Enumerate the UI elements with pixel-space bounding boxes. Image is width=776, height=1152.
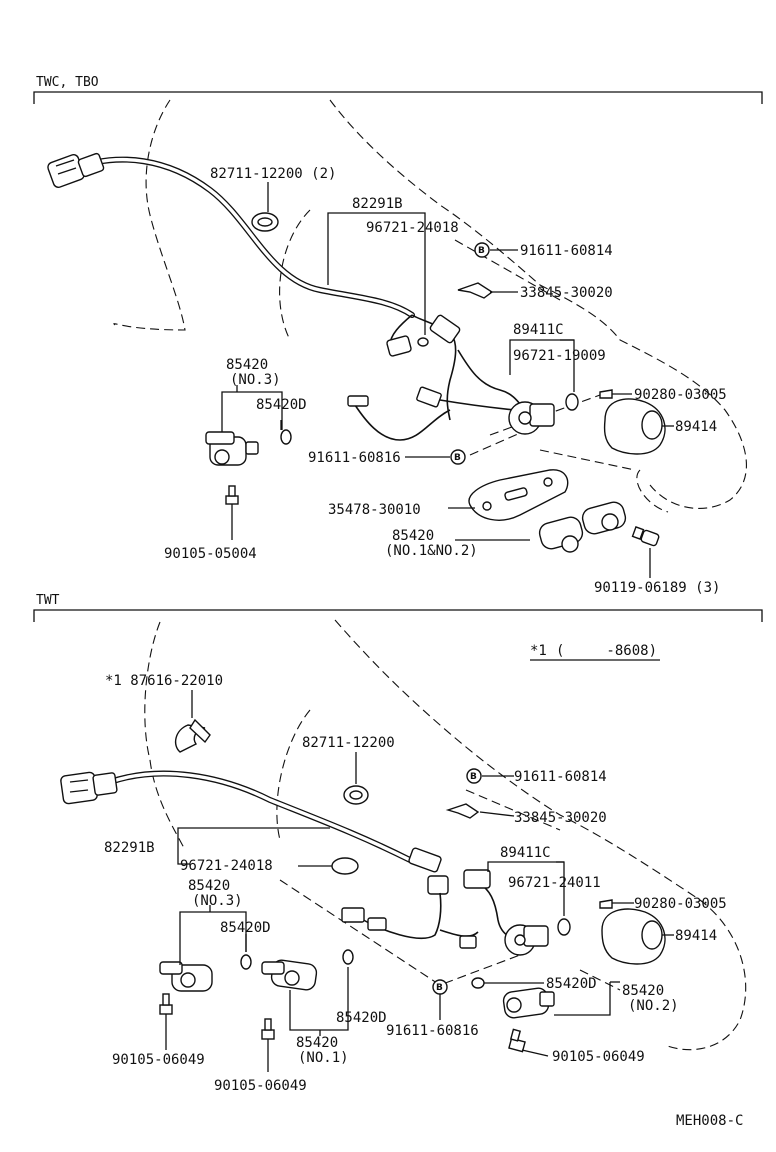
solenoid-no3-top bbox=[205, 431, 259, 466]
label-90105-06049-middle: 90105-06049 bbox=[214, 1078, 307, 1094]
label-90280-03005-top: 90280-03005 bbox=[634, 387, 727, 403]
label-89414-top: 89414 bbox=[675, 419, 717, 435]
label-82711-12200-bottom: 82711-12200 bbox=[302, 735, 395, 751]
wire-clamp-bottom bbox=[343, 785, 369, 805]
svg-text:B: B bbox=[470, 772, 477, 782]
label-no2-bottom: (NO.2) bbox=[628, 998, 679, 1014]
label-85420d-top: 85420D bbox=[256, 397, 307, 413]
wire-harness-bottom bbox=[107, 770, 413, 863]
svg-text:B: B bbox=[478, 246, 485, 256]
label-96721-24018-top: 96721-24018 bbox=[366, 220, 459, 236]
label-90105-06049-right: 90105-06049 bbox=[552, 1049, 645, 1065]
label-85420d-no2-bottom: 85420D bbox=[546, 976, 597, 992]
oring-sensor-top bbox=[417, 337, 429, 347]
oring-89411c-top bbox=[565, 393, 579, 411]
clip-90280-top bbox=[599, 389, 613, 399]
clip-87616-22010 bbox=[174, 718, 211, 753]
bolt-marker-91611-60816-top: B bbox=[450, 449, 466, 465]
sensor-housing-89414-bottom bbox=[601, 908, 666, 965]
clip-90280-bottom bbox=[599, 899, 613, 909]
label-82291b-bottom: 82291B bbox=[104, 840, 155, 856]
section-title-top: TWC, TBO bbox=[36, 75, 99, 90]
label-85420d-no1-bottom: 85420D bbox=[336, 1010, 387, 1026]
label-85420d-no3-bottom: 85420D bbox=[220, 920, 271, 936]
label-82711-12200-top: 82711-12200 (2) bbox=[210, 166, 336, 182]
wire-clamp-top bbox=[251, 212, 279, 232]
svg-text:B: B bbox=[454, 453, 461, 463]
label-91611-60816-bottom: 91611-60816 bbox=[386, 1023, 479, 1039]
section-bracket-top bbox=[33, 91, 763, 104]
oring-85420d-no3-bottom bbox=[240, 954, 252, 970]
harness-branch-top bbox=[347, 314, 526, 441]
label-85420-no1-bottom: 85420 bbox=[296, 1035, 338, 1051]
harness-branch-bottom bbox=[341, 847, 513, 949]
transmission-outline-top bbox=[113, 99, 747, 513]
transmission-outline-bottom bbox=[144, 619, 747, 1051]
oring-89411c-bottom bbox=[557, 918, 571, 936]
gasket-plate-top bbox=[468, 469, 569, 521]
note-marker: *1 bbox=[530, 643, 547, 659]
bolt-marker-91611-60816-bottom: B bbox=[432, 979, 448, 995]
wire-harness-top bbox=[67, 156, 415, 318]
label-90280-03005-bottom: 90280-03005 bbox=[634, 896, 727, 912]
label-91611-60814-bottom: 91611-60814 bbox=[514, 769, 607, 785]
label-85420-no3-top: 85420 bbox=[226, 357, 268, 373]
bolt-90105-06049-right bbox=[508, 1028, 549, 1057]
bolt-90105-06049-middle bbox=[261, 1018, 275, 1072]
note-range: ( -8608) bbox=[556, 643, 657, 659]
oring-96721-24018-bottom bbox=[331, 857, 359, 875]
label-35478-30010: 35478-30010 bbox=[328, 502, 421, 518]
leader-lines-bottom bbox=[177, 690, 674, 1036]
label-96721-24011-bottom: 96721-24011 bbox=[508, 875, 601, 891]
label-89411c-top: 89411C bbox=[513, 322, 564, 338]
label-82291b-top: 82291B bbox=[352, 196, 403, 212]
section-title-bottom: TWT bbox=[36, 593, 60, 608]
bolt-90105-06049-left bbox=[159, 993, 173, 1050]
label-89414-bottom: 89414 bbox=[675, 928, 717, 944]
bolt-marker-91611-60814-bottom: B bbox=[466, 768, 482, 784]
solenoid-no1-bottom bbox=[261, 959, 318, 991]
label-85420-no2-bottom: 85420 bbox=[622, 983, 664, 999]
label-no1-bottom: (NO.1) bbox=[298, 1050, 349, 1066]
oring-85420d-no1-bottom bbox=[342, 949, 354, 965]
label-87616-22010: *1 87616-22010 bbox=[105, 673, 223, 689]
label-no3-bottom: (NO.3) bbox=[192, 893, 243, 909]
guide-lines-bottom bbox=[465, 789, 621, 991]
label-85420-no3-bottom: 85420 bbox=[188, 878, 230, 894]
harness-connector-top bbox=[47, 152, 105, 188]
section-bracket-bottom bbox=[33, 609, 763, 622]
leader-lines-top bbox=[221, 182, 674, 578]
lock-plate-bottom bbox=[445, 803, 480, 819]
oring-85420d-no2-bottom bbox=[471, 977, 485, 989]
label-96721-19009-top: 96721-19009 bbox=[513, 348, 606, 364]
label-96721-24018-bottom: 96721-24018 bbox=[180, 858, 273, 874]
label-89411c-bottom: 89411C bbox=[500, 845, 551, 861]
solenoid-no3-bottom bbox=[159, 961, 213, 992]
label-no3-top: (NO.3) bbox=[230, 372, 281, 388]
svg-text:B: B bbox=[436, 983, 443, 993]
speed-sensor-bottom bbox=[504, 924, 549, 956]
speed-sensor-top bbox=[508, 401, 555, 435]
bolt-marker-91611-60814-top: B bbox=[474, 242, 490, 258]
label-90105-05004: 90105-05004 bbox=[164, 546, 257, 562]
bolt-90119-06189 bbox=[631, 526, 660, 572]
sensor-housing-89414-top bbox=[603, 398, 666, 455]
label-91611-60814-top: 91611-60814 bbox=[520, 243, 613, 259]
bolt-90105-05004 bbox=[225, 485, 239, 540]
drawing-code: MEH008-C bbox=[676, 1113, 743, 1129]
label-85420-no1-no2: 85420 bbox=[392, 528, 434, 544]
label-91611-60816-top: 91611-60816 bbox=[308, 450, 401, 466]
label-33845-30020-bottom: 33845-30020 bbox=[514, 810, 607, 826]
label-90105-06049-left: 90105-06049 bbox=[112, 1052, 205, 1068]
oring-85420d-top bbox=[280, 429, 292, 445]
label-33845-30020-top: 33845-30020 bbox=[520, 285, 613, 301]
label-90119-06189: 90119-06189 (3) bbox=[594, 580, 720, 596]
label-no1-no2: (NO.1&NO.2) bbox=[385, 543, 478, 559]
solenoid-no2-bottom bbox=[502, 987, 555, 1019]
solenoids-no1-no2-top bbox=[538, 501, 627, 553]
lock-plate-top bbox=[457, 282, 494, 299]
harness-connector-bottom bbox=[60, 771, 118, 805]
